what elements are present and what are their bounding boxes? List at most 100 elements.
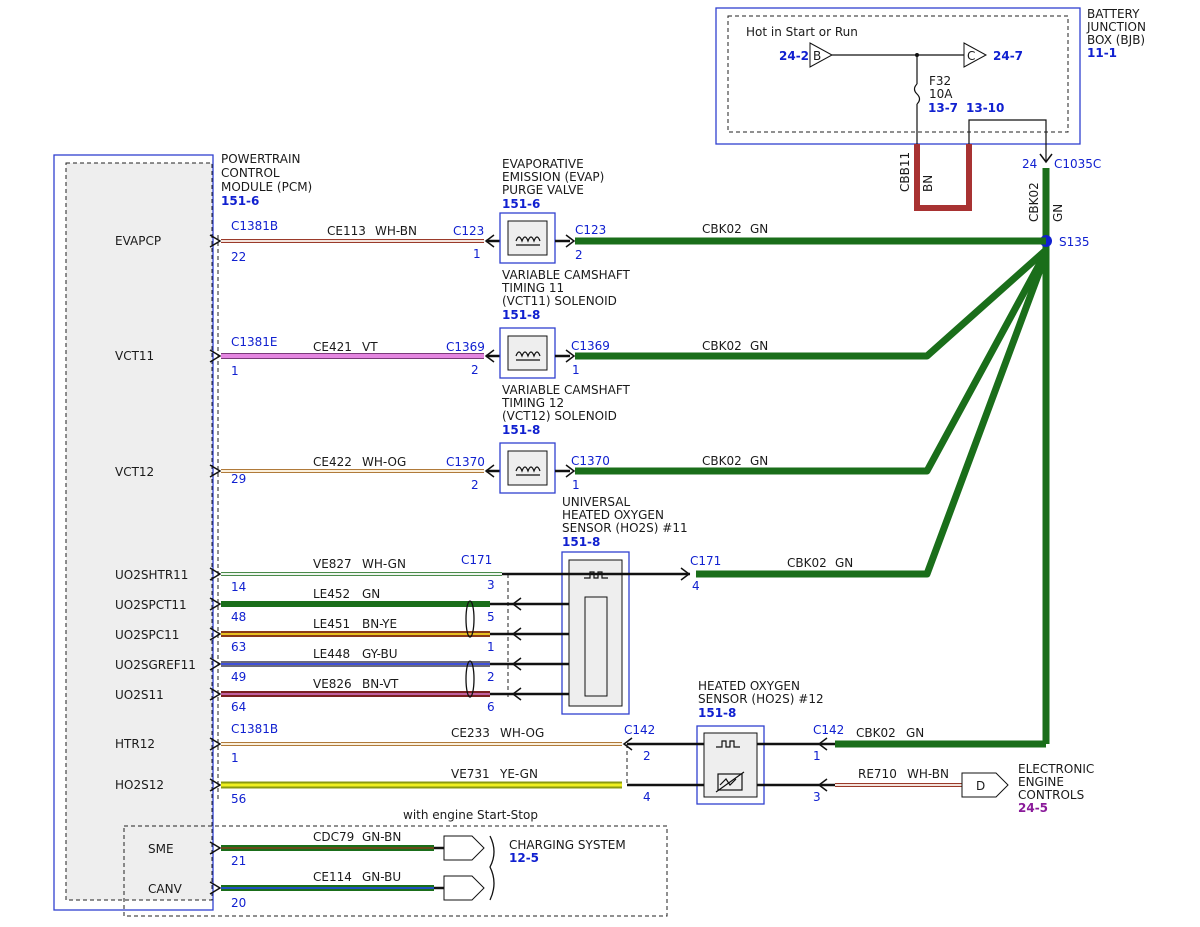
canv-pointer <box>443 875 485 901</box>
vct11-out-conn: C1369 <box>571 339 610 353</box>
uo2shtr-color: WH-GN <box>362 557 406 571</box>
vct11-comp-pin: 2 <box>471 363 479 377</box>
charging-ref: 12-5 <box>509 851 539 865</box>
evap-color-label: WH-BN <box>375 224 417 238</box>
evap-circuit: C1381B 22 CE113 WH-BN C123 1 C123 2 CBK0… <box>209 157 768 264</box>
fuse-rating: 10A <box>929 87 953 101</box>
vct11-out-arrow <box>565 349 576 363</box>
canv-pcm-pin: 20 <box>231 896 246 910</box>
uo2spc-pcm-arrow <box>209 627 222 641</box>
htr12-comp-conn: C142 <box>624 723 655 737</box>
uo2sgref-pcm-pin: 49 <box>231 670 246 684</box>
bjb-in-letter: B <box>813 49 821 63</box>
vct12-out-circuit: CBK02 <box>702 454 742 468</box>
bjb-out-letter: C <box>967 49 975 63</box>
vct12-solenoid-outline <box>499 442 556 494</box>
vct11-solenoid-body <box>507 335 548 371</box>
ho2s11-title-2: HEATED OXYGEN <box>562 508 664 522</box>
vct11-solenoid-outline <box>499 327 556 379</box>
vct11-out-color: GN <box>750 339 768 353</box>
vct11-out-circuit: CBK02 <box>702 339 742 353</box>
pin-ho2s12: HO2S12 <box>115 778 164 792</box>
trunk-color: GN <box>1051 204 1065 222</box>
evap-comp-conn: C123 <box>453 224 484 238</box>
uo2shtr-comp-pin: 3 <box>487 578 495 592</box>
vct11-ground-wire <box>575 247 1049 360</box>
vct12-circuit: 29 CE422 WH-OG C1370 2 C1370 1 CBK02 GN … <box>209 383 768 494</box>
trunk-circuit: CBK02 <box>1027 182 1041 222</box>
pin-vct12: VCT12 <box>115 465 154 479</box>
uo2sgref-comp-pin: 2 <box>487 670 495 684</box>
uo2s-pcm-pin: 64 <box>231 700 246 714</box>
charging-title: CHARGING SYSTEM <box>509 838 626 852</box>
ho2s12-out-arrow <box>817 778 828 792</box>
htr12-color: WH-OG <box>500 726 544 740</box>
eec-ref: 24-5 <box>1018 801 1048 815</box>
ho2s12-comp-pin: 4 <box>643 790 651 804</box>
uo2spct-circuit: LE452 <box>313 587 350 601</box>
ho2s12-color: YE-GN <box>499 767 538 781</box>
evap-out-color: GN <box>750 222 768 236</box>
uo2shtr-circuit: VE827 <box>313 557 352 571</box>
ho2s11-title-3: SENSOR (HO2S) #11 <box>562 521 688 535</box>
ho2s12-pcm-pin: 56 <box>231 792 246 806</box>
evap-out-arrow <box>565 234 576 248</box>
uo2s-pcm-arrow <box>209 687 222 701</box>
vct12-out-arrow <box>565 464 576 478</box>
uo2spc-arrow <box>511 627 522 641</box>
vct11-title-3: (VCT11) SOLENOID <box>502 294 617 308</box>
bjb-pin-right: 13-10 <box>966 101 1004 115</box>
ho2s12-title-2: SENSOR (HO2S) #12 <box>698 692 824 706</box>
vct11-pcm-conn: C1381E <box>231 335 278 349</box>
start-stop-section: with engine Start-Stop 21 CDC79 GN-BN 20… <box>123 808 668 917</box>
re710-circuit: RE710 <box>858 767 897 781</box>
ho2s11-ref: 151-8 <box>562 535 600 549</box>
vct12-solenoid-body <box>507 450 548 486</box>
ho2s12-circuit: VE731 <box>451 767 490 781</box>
ho2s12-circuit: HEATED OXYGEN SENSOR (HO2S) #12 151-8 C1… <box>209 679 1094 815</box>
vct11-pcm-arrow <box>209 349 222 363</box>
cbb11-label: CBB11 <box>898 152 912 192</box>
pin-vct11: VCT11 <box>115 349 154 363</box>
canv-circuit: CE114 <box>313 870 352 884</box>
uo2s-circuit: VE826 <box>313 677 352 691</box>
pin-htr12: HTR12 <box>115 737 155 751</box>
bjb-pin-left: 13-7 <box>928 101 958 115</box>
pcm-ref: 151-6 <box>221 194 259 208</box>
pcm-title-2: CONTROL <box>221 166 280 180</box>
vct11-circuit-label: CE421 <box>313 340 352 354</box>
charging-brace-icon <box>489 835 495 901</box>
uo2sgref-pcm-arrow <box>209 657 222 671</box>
eec-letter: D <box>976 779 985 793</box>
evap-comp-pin: 1 <box>473 247 481 261</box>
htr12-out-color: GN <box>906 726 924 740</box>
bjb-hot-label: Hot in Start or Run <box>746 25 858 39</box>
vct11-out-pin: 1 <box>572 363 580 377</box>
sme-color: GN-BN <box>362 830 401 844</box>
uo2shtr-out-pin: 4 <box>692 579 700 593</box>
bjb-in-arrow <box>809 42 834 68</box>
htr12-pcm-arrow <box>209 737 222 751</box>
bjb-out-ref: 24-7 <box>993 49 1023 63</box>
uo2spct-comp-pin: 5 <box>487 610 495 624</box>
evap-valve-outline <box>499 212 556 264</box>
bjb-outline <box>715 7 1081 145</box>
vct11-title-2: TIMING 11 <box>501 281 564 295</box>
uo2spc-circuit: LE451 <box>313 617 350 631</box>
vct12-pcm-arrow <box>209 464 222 478</box>
bjb-title-2: JUNCTION <box>1086 20 1146 34</box>
pin-uo2spct11: UO2SPCT11 <box>115 598 187 612</box>
uo2spc-pcm-pin: 63 <box>231 640 246 654</box>
bjb-out-arrow <box>963 42 988 68</box>
ho2s12-title-1: HEATED OXYGEN <box>698 679 800 693</box>
uo2spct-arrow <box>511 597 522 611</box>
evap-title-1: EVAPORATIVE <box>502 157 584 171</box>
eec-title-3: CONTROLS <box>1018 788 1084 802</box>
pcm-title-3: MODULE (PCM) <box>221 180 312 194</box>
pin-uo2sgref11: UO2SGREF11 <box>115 658 196 672</box>
start-stop-label: with engine Start-Stop <box>403 808 538 822</box>
bjb-ref: 11-1 <box>1087 46 1117 60</box>
ho2s11-title-1: UNIVERSAL <box>562 495 630 509</box>
uo2shtr-comp-conn: C171 <box>461 553 492 567</box>
